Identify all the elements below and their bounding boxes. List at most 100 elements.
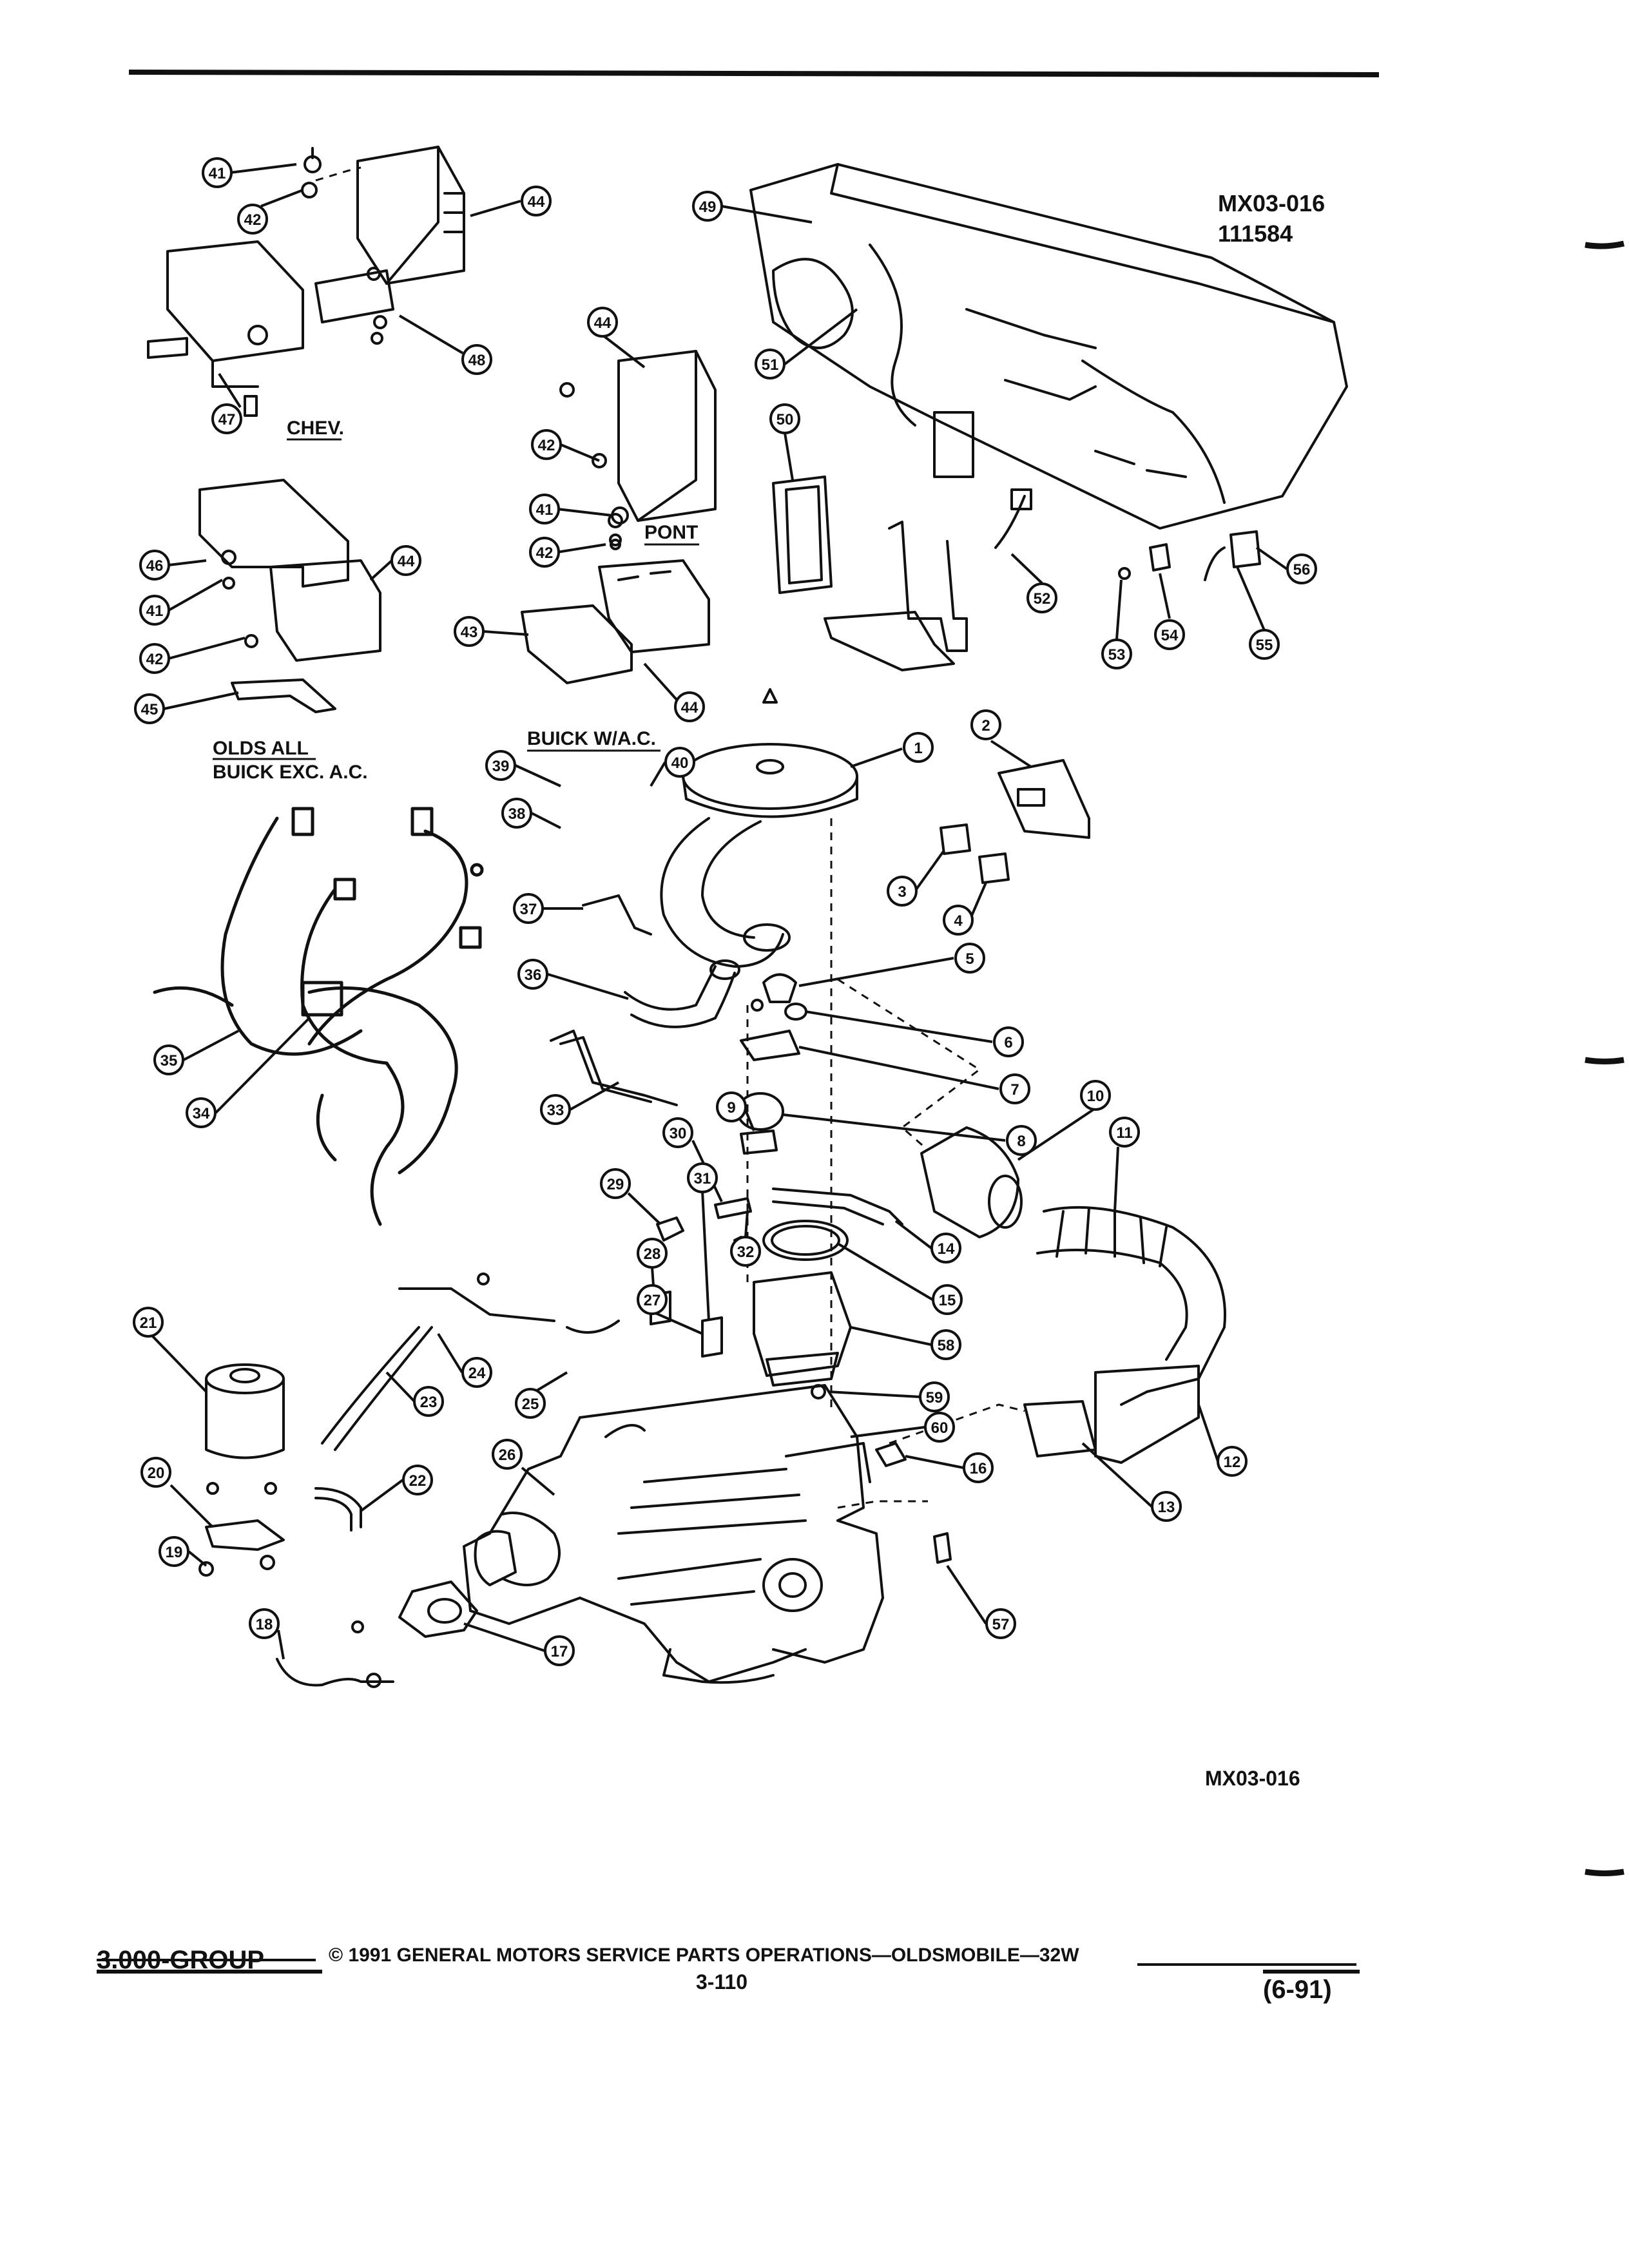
callout-label-1: 1 (914, 740, 922, 757)
leader-51 (784, 308, 858, 365)
leader-5 (798, 957, 954, 987)
label-olds-all: OLDS ALL (213, 738, 309, 759)
leader-49 (721, 205, 813, 224)
leader-44c (369, 559, 393, 581)
leader-6 (805, 1010, 993, 1043)
callout-circle-27 (637, 1284, 668, 1315)
leader-24 (437, 1332, 463, 1374)
leader-20 (169, 1484, 214, 1528)
callout-label-2: 2 (981, 717, 990, 735)
callout-circle-20 (140, 1457, 171, 1488)
callout-label-3: 3 (898, 883, 906, 901)
leader-4 (969, 882, 987, 921)
callout-circle-32 (730, 1236, 761, 1267)
callout-circle-1 (903, 732, 934, 763)
callout-circle-55 (1249, 629, 1280, 660)
callout-label-26: 26 (499, 1446, 516, 1464)
engine-block (463, 1384, 884, 1684)
vapor-canister (205, 1363, 285, 1459)
callout-circle-11 (1109, 1117, 1140, 1148)
edge-mark (1585, 240, 1625, 249)
callout-label-58: 58 (938, 1337, 955, 1354)
callout-label-24: 24 (468, 1365, 486, 1382)
leader-7 (798, 1046, 999, 1090)
callout-circle-8 (1006, 1125, 1037, 1156)
leader-41b (557, 508, 613, 517)
callout-label-20: 20 (148, 1465, 165, 1482)
callout-label-45: 45 (141, 701, 159, 718)
callout-label-17: 17 (551, 1643, 568, 1660)
callout-circle-31 (687, 1162, 718, 1193)
leader-18 (277, 1629, 285, 1660)
wiring-harness (153, 807, 484, 1226)
leader-26 (521, 1466, 555, 1496)
callout-circle-34 (186, 1097, 217, 1128)
leader-40 (650, 761, 666, 787)
brackets-19-20 (198, 1482, 285, 1577)
leader-22 (360, 1479, 404, 1512)
footer-date: (6-91) (1263, 1975, 1332, 2004)
callout-circle-18 (249, 1608, 280, 1639)
leader-53 (1115, 579, 1123, 640)
callout-circle-25 (515, 1388, 546, 1419)
callout-circle-47 (211, 403, 242, 434)
relay-bracket (940, 759, 1090, 884)
callout-circle-12 (1217, 1446, 1248, 1477)
module-buick (521, 559, 710, 684)
top-rule (128, 70, 1380, 77)
callout-label-48: 48 (468, 352, 486, 369)
callout-circle-38 (501, 798, 532, 829)
leader-14 (894, 1220, 932, 1249)
callout-label-7: 7 (1010, 1081, 1019, 1099)
leader-3 (914, 849, 945, 892)
leader-41 (229, 163, 297, 174)
label-buick-wac: BUICK W/A.C. (527, 728, 656, 749)
callout-circle-52 (1027, 582, 1057, 613)
callout-label-49: 49 (699, 198, 717, 216)
sensor-57 (933, 1532, 952, 1564)
callout-circle-24 (461, 1357, 492, 1388)
callout-label-8: 8 (1017, 1133, 1025, 1150)
callout-circle-51 (755, 349, 786, 380)
leader-58 (850, 1326, 932, 1346)
intake-duct (920, 1126, 1226, 1464)
leader-42c (557, 543, 606, 553)
callout-label-28: 28 (644, 1245, 661, 1263)
callout-label-56: 56 (1293, 561, 1311, 579)
callout-label-12: 12 (1224, 1454, 1241, 1471)
callout-circle-39 (485, 750, 516, 781)
callout-label-35: 35 (160, 1052, 178, 1070)
callout-label-57: 57 (992, 1616, 1010, 1633)
callout-label-9: 9 (727, 1099, 735, 1117)
callout-label-15: 15 (939, 1292, 956, 1309)
callout-label-36: 36 (525, 966, 542, 984)
callout-label-6: 6 (1004, 1034, 1012, 1052)
callout-label-34: 34 (193, 1105, 210, 1122)
edge-mark (1585, 1057, 1624, 1064)
bracket-chev (147, 240, 304, 417)
callout-label-22: 22 (409, 1472, 427, 1490)
callout-circle-41 (139, 595, 170, 626)
leader-dashed (315, 166, 361, 182)
callout-label-38: 38 (508, 805, 526, 823)
callout-label-50: 50 (776, 411, 794, 428)
callout-label-52: 52 (1034, 590, 1051, 608)
callout-label-44: 44 (398, 553, 415, 570)
callout-label-23: 23 (420, 1394, 438, 1411)
callout-circle-58 (930, 1329, 961, 1360)
leader-dashed (889, 1403, 1025, 1445)
connectors-52-56 (994, 488, 1261, 581)
leader-57 (946, 1564, 987, 1625)
label-pont: PONT (644, 522, 699, 543)
leader-2 (990, 740, 1032, 768)
callout-circle-45 (134, 693, 165, 724)
callout-circle-41 (202, 157, 233, 188)
leader-21 (150, 1334, 207, 1393)
callout-circle-21 (133, 1307, 164, 1338)
callout-label-39: 39 (492, 758, 510, 775)
callout-label-5: 5 (965, 950, 974, 968)
callout-circle-42 (237, 204, 268, 235)
callout-label-41: 41 (146, 602, 164, 620)
leader-54 (1159, 573, 1171, 619)
leader-44b (601, 334, 646, 369)
